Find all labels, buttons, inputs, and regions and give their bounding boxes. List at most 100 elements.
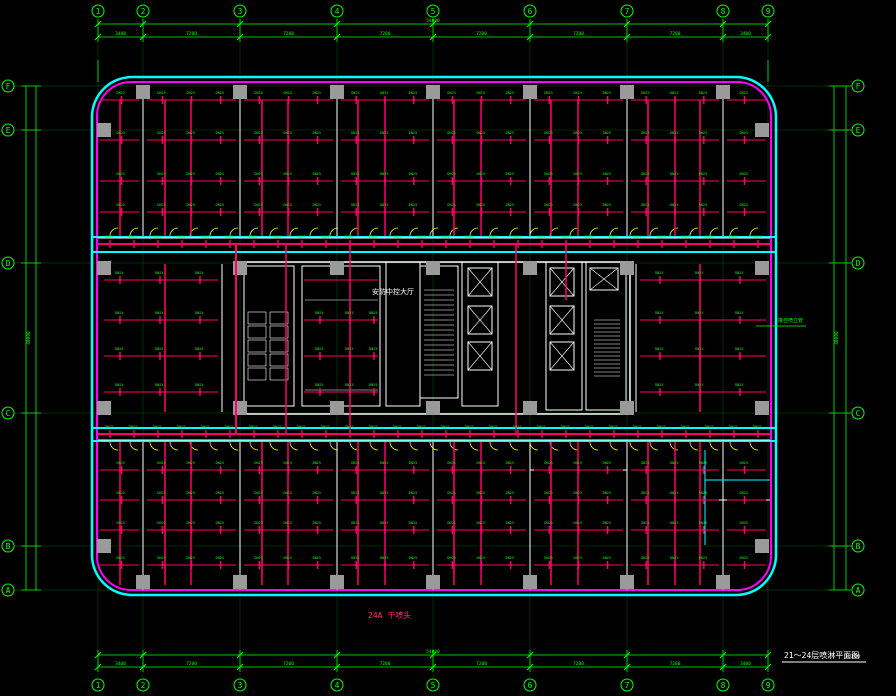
svg-text:DN25: DN25 <box>351 521 359 525</box>
svg-text:DN25: DN25 <box>447 131 455 135</box>
svg-text:DN25: DN25 <box>544 172 552 176</box>
svg-text:DN25: DN25 <box>641 556 649 560</box>
svg-text:DN25: DN25 <box>380 91 388 95</box>
svg-text:DN25: DN25 <box>641 521 649 525</box>
svg-text:DN25: DN25 <box>670 203 678 207</box>
center-note: 24A 干喷头 <box>368 610 411 620</box>
svg-text:DN25: DN25 <box>115 311 123 315</box>
svg-text:DN25: DN25 <box>735 347 743 351</box>
svg-text:DN25: DN25 <box>695 347 703 351</box>
svg-text:DN25: DN25 <box>574 172 582 176</box>
svg-text:DN25: DN25 <box>351 556 359 560</box>
svg-text:DN25: DN25 <box>254 172 262 176</box>
svg-text:DN25: DN25 <box>216 172 224 176</box>
svg-text:DN25: DN25 <box>641 203 649 207</box>
svg-text:54000: 54000 <box>426 649 440 655</box>
svg-text:7200: 7200 <box>283 31 294 37</box>
axis-bubble <box>91 4 105 18</box>
svg-text:DN25: DN25 <box>561 235 569 239</box>
svg-text:DN25: DN25 <box>351 91 359 95</box>
svg-text:DN25: DN25 <box>506 203 514 207</box>
svg-text:DN25: DN25 <box>695 271 703 275</box>
axis-bubble <box>1 406 15 420</box>
svg-text:DN25: DN25 <box>574 461 582 465</box>
svg-text:DN25: DN25 <box>284 461 292 465</box>
stair-west <box>419 265 459 399</box>
svg-text:7200: 7200 <box>380 661 391 667</box>
svg-text:DN25: DN25 <box>187 203 195 207</box>
axis-label: 8 <box>721 7 726 16</box>
svg-text:DN25: DN25 <box>670 556 678 560</box>
axis-bubble <box>716 4 730 18</box>
svg-text:DN25: DN25 <box>574 491 582 495</box>
axis-bubble <box>1 583 15 597</box>
axis-label: 3 <box>238 7 243 16</box>
axis-label: 1 <box>96 681 101 690</box>
svg-text:DN25: DN25 <box>695 383 703 387</box>
svg-text:DN25: DN25 <box>513 235 521 239</box>
svg-text:DN25: DN25 <box>740 91 748 95</box>
axis-bubble <box>91 678 105 692</box>
svg-text:DN25: DN25 <box>670 91 678 95</box>
svg-text:7200: 7200 <box>476 31 487 37</box>
axis-bubble <box>851 256 865 270</box>
svg-text:DN25: DN25 <box>641 491 649 495</box>
svg-text:DN25: DN25 <box>297 235 305 239</box>
svg-text:DN25: DN25 <box>216 461 224 465</box>
svg-text:DN25: DN25 <box>313 172 321 176</box>
axis-bubble <box>851 79 865 93</box>
svg-text:DN25: DN25 <box>465 425 473 429</box>
svg-text:DN25: DN25 <box>506 172 514 176</box>
svg-text:DN25: DN25 <box>345 383 353 387</box>
axis-bubble <box>136 678 150 692</box>
svg-text:DN25: DN25 <box>315 383 323 387</box>
svg-text:DN25: DN25 <box>129 235 137 239</box>
axis-label: F <box>6 82 11 91</box>
svg-text:DN25: DN25 <box>477 491 485 495</box>
outer-glass-line <box>90 75 778 597</box>
svg-text:DN25: DN25 <box>513 425 521 429</box>
svg-text:DN25: DN25 <box>117 461 125 465</box>
svg-text:DN25: DN25 <box>585 235 593 239</box>
svg-text:DN25: DN25 <box>284 521 292 525</box>
axis-bubble <box>851 406 865 420</box>
svg-text:DN25: DN25 <box>284 172 292 176</box>
svg-text:DN25: DN25 <box>284 131 292 135</box>
svg-text:DN25: DN25 <box>157 556 165 560</box>
svg-text:DN25: DN25 <box>603 491 611 495</box>
security-room <box>385 261 421 407</box>
svg-text:DN25: DN25 <box>409 556 417 560</box>
axis-bubble <box>851 123 865 137</box>
axis-bubble <box>136 4 150 18</box>
svg-text:7200: 7200 <box>670 661 681 667</box>
svg-text:DN25: DN25 <box>641 131 649 135</box>
svg-text:DN25: DN25 <box>417 235 425 239</box>
svg-text:DN25: DN25 <box>641 461 649 465</box>
svg-text:DN25: DN25 <box>157 461 165 465</box>
svg-text:DN25: DN25 <box>465 235 473 239</box>
axis-label: 6 <box>528 681 533 690</box>
svg-text:DN25: DN25 <box>705 425 713 429</box>
svg-text:DN25: DN25 <box>417 425 425 429</box>
outer-wall-line <box>96 81 772 591</box>
svg-text:DN25: DN25 <box>699 521 707 525</box>
svg-text:DN25: DN25 <box>313 521 321 525</box>
axis-label: A <box>6 586 11 595</box>
svg-text:DN25: DN25 <box>740 556 748 560</box>
svg-text:DN25: DN25 <box>216 556 224 560</box>
svg-text:DN25: DN25 <box>544 91 552 95</box>
svg-text:DN25: DN25 <box>345 425 353 429</box>
svg-text:DN25: DN25 <box>603 556 611 560</box>
svg-text:DN25: DN25 <box>506 461 514 465</box>
svg-text:DN25: DN25 <box>447 521 455 525</box>
axis-bubble <box>233 678 247 692</box>
svg-text:DN25: DN25 <box>409 172 417 176</box>
axis-label: B <box>856 542 861 551</box>
svg-text:40000: 40000 <box>834 331 840 345</box>
svg-text:DN25: DN25 <box>585 425 593 429</box>
building-outline <box>90 75 778 597</box>
svg-text:3400: 3400 <box>115 661 126 667</box>
svg-text:DN25: DN25 <box>447 172 455 176</box>
svg-text:DN25: DN25 <box>699 131 707 135</box>
